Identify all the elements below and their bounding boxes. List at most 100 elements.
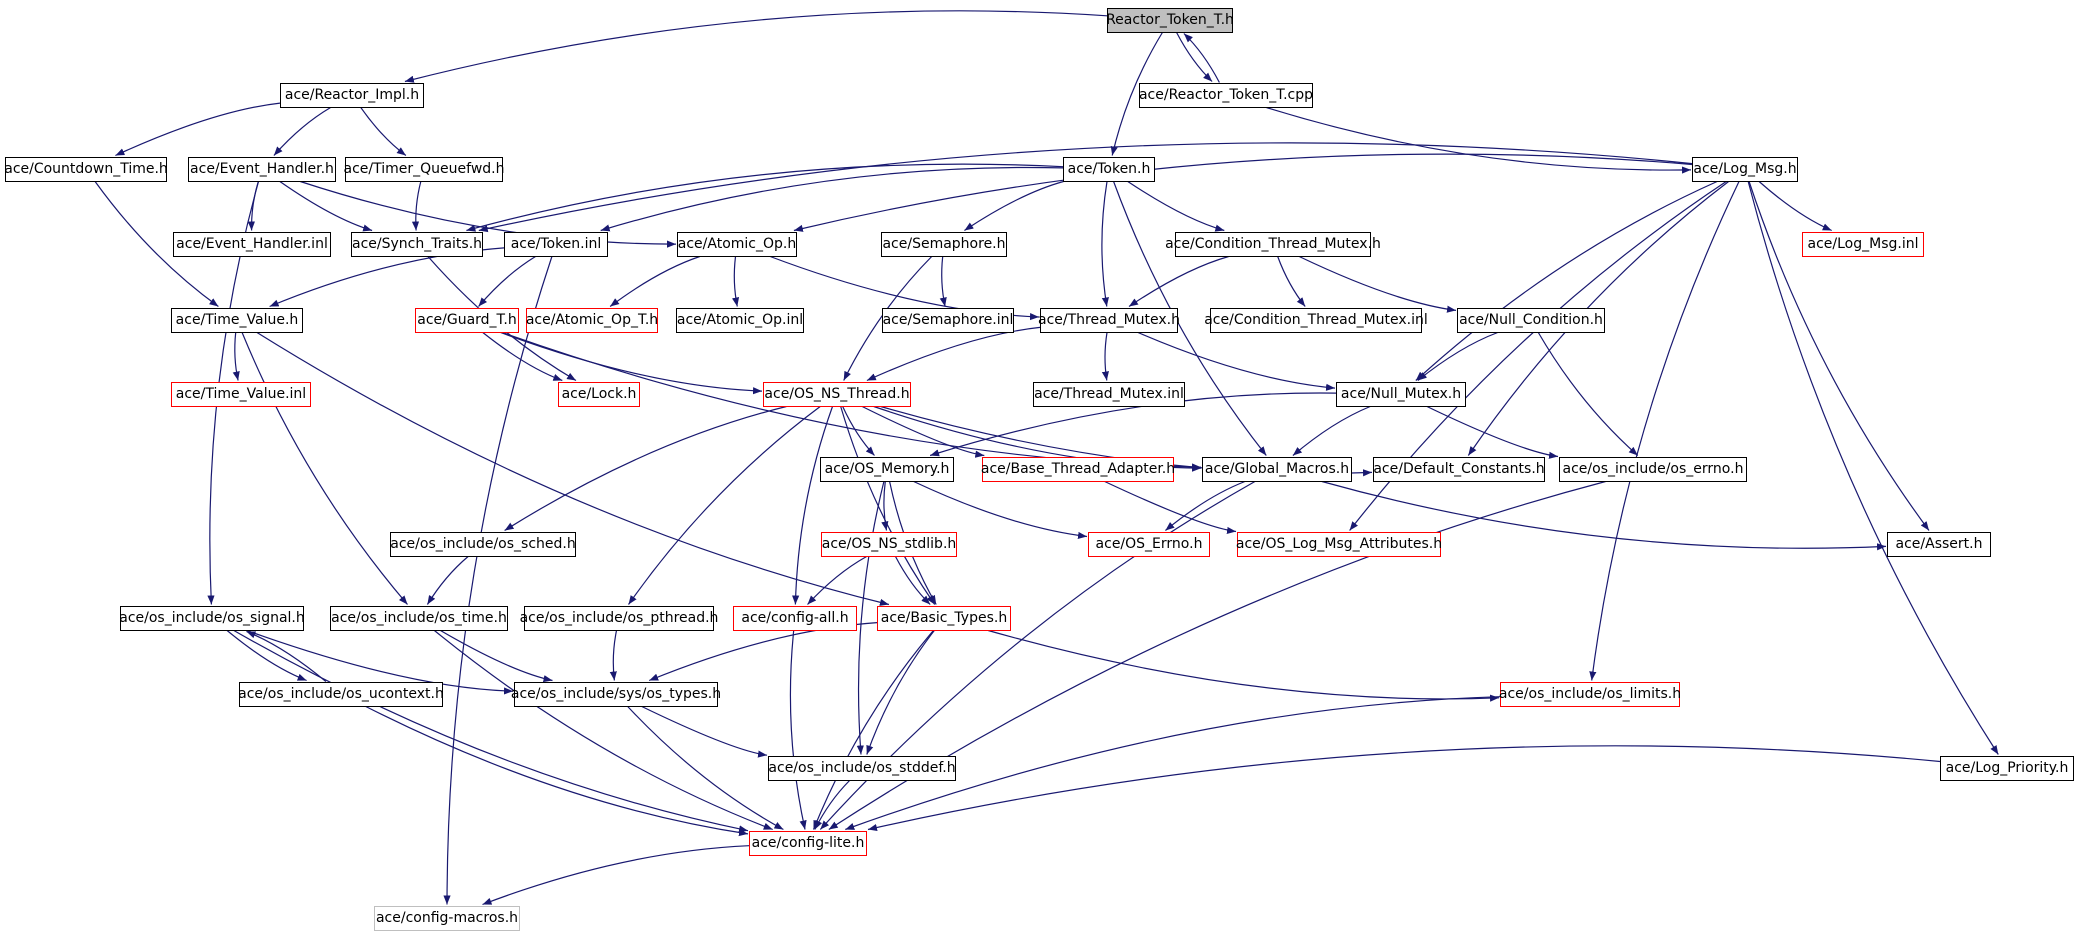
edge-log-priority-h-to-config-lite-h (867, 745, 1941, 832)
node-null-mutex-h[interactable]: ace/Null_Mutex.h (1336, 381, 1466, 407)
edge-thread-mutex-h-to-thread-mutex-inl (1101, 332, 1109, 381)
node-os-ns-thread-h[interactable]: ace/OS_NS_Thread.h (763, 381, 911, 407)
node-time-value-h[interactable]: ace/Time_Value.h (171, 307, 303, 333)
edge-reactor-token-t-cpp-to-reactor-token-t-h (1183, 33, 1220, 83)
edge-time-value-h-to-os-time-h (241, 332, 408, 605)
edge-log-msg-h-to-default-constants-h (1467, 181, 1729, 456)
edge-time-value-h-to-time-value-inl (232, 332, 240, 381)
edge-os-ucontext-h-to-config-lite-h (365, 705, 749, 837)
edge-basic-types-h-to-os-limits-h (988, 629, 1500, 702)
edge-token-inl-to-guard-t-h (478, 255, 536, 307)
edge-log-msg-h-to-assert-h (1748, 181, 1930, 531)
edge-token-h-to-global-macros-h (1113, 181, 1267, 456)
edge-os-ns-thread-h-to-base-thread-adapter-h (861, 405, 985, 458)
edge-os-signal-h-to-os-ucontext-h (226, 630, 307, 682)
node-os-time-h[interactable]: ace/os_include/os_time.h (330, 605, 508, 631)
edge-null-mutex-h-to-os-errno-inc-h (1426, 405, 1559, 459)
edge-token-h-to-thread-mutex-h (1101, 181, 1109, 307)
node-reactor-impl-h[interactable]: ace/Reactor_Impl.h (280, 82, 424, 108)
node-os-log-msg-attributes-h[interactable]: ace/OS_Log_Msg_Attributes.h (1236, 531, 1442, 557)
node-timer-queuefwd-h[interactable]: ace/Timer_Queuefwd.h (344, 156, 504, 182)
edge-semaphore-h-to-semaphore-inl (939, 256, 947, 307)
edge-base-thread-adapter-h-to-os-log-msg-attributes-h (1104, 480, 1237, 534)
edge-time-value-h-to-basic-types-h (256, 331, 890, 606)
node-token-inl[interactable]: ace/Token.inl (504, 231, 608, 257)
edge-reactor-token-t-h-to-token-h (1110, 32, 1163, 156)
edge-os-memory-h-to-os-stddef-h (856, 481, 885, 755)
edge-condition-thread-mutex-h-to-null-condition-h (1298, 255, 1457, 313)
edge-log-msg-h-to-atomic-op-h (793, 153, 1693, 232)
edge-reactor-impl-h-to-countdown-time-h (115, 102, 281, 157)
node-os-types-h[interactable]: ace/os_include/sys/os_types.h (511, 681, 721, 707)
node-null-condition-h[interactable]: ace/Null_Condition.h (1457, 307, 1605, 333)
node-reactor-token-t-cpp[interactable]: ace/Reactor_Token_T.cpp (1139, 82, 1313, 108)
node-os-sched-h[interactable]: ace/os_include/os_sched.h (390, 531, 576, 557)
edge-timer-queuefwd-h-to-synch-traits-h (411, 181, 422, 231)
node-os-memory-h[interactable]: ace/OS_Memory.h (820, 456, 954, 482)
edge-guard-t-h-to-lock-h (482, 332, 563, 382)
edge-log-msg-h-to-log-msg-inl (1758, 181, 1832, 232)
edge-global-macros-h-to-os-errno-h (1165, 480, 1246, 531)
node-countdown-time-h[interactable]: ace/Countdown_Time.h (4, 156, 168, 182)
node-semaphore-inl[interactable]: ace/Semaphore.inl (882, 307, 1014, 333)
edge-os-memory-h-to-os-errno-h (913, 480, 1088, 539)
edge-os-ns-thread-h-to-basic-types-h (840, 406, 936, 605)
node-assert-h[interactable]: ace/Assert.h (1887, 531, 1991, 557)
node-event-handler-inl[interactable]: ace/Event_Handler.inl (173, 231, 331, 257)
node-thread-mutex-inl[interactable]: ace/Thread_Mutex.inl (1033, 381, 1185, 407)
node-os-ns-stdlib-h[interactable]: ace/OS_NS_stdlib.h (821, 531, 957, 557)
edge-os-ns-thread-h-to-os-pthread-h (628, 406, 821, 605)
node-basic-types-h[interactable]: ace/Basic_Types.h (877, 605, 1011, 631)
edge-os-ns-stdlib-h-to-config-all-h (807, 555, 867, 605)
node-default-constants-h[interactable]: ace/Default_Constants.h (1373, 456, 1545, 482)
edge-guard-t-h-to-os-ns-thread-h (500, 331, 763, 395)
node-log-msg-h[interactable]: ace/Log_Msg.h (1692, 156, 1798, 182)
node-event-handler-h[interactable]: ace/Event_Handler.h (188, 156, 336, 182)
node-atomic-op-h[interactable]: ace/Atomic_Op.h (677, 231, 797, 257)
edge-config-lite-h-to-config-macros-h (482, 845, 750, 906)
node-atomic-op-t-h[interactable]: ace/Atomic_Op_T.h (526, 307, 658, 333)
node-os-limits-h[interactable]: ace/os_include/os_limits.h (1499, 681, 1681, 707)
node-reactor-token-t-h: Reactor_Token_T.h (1106, 7, 1234, 33)
edge-basic-types-h-to-config-lite-h (812, 630, 934, 830)
edge-token-h-to-condition-thread-mutex-h (1127, 181, 1225, 232)
edge-os-types-h-to-os-stddef-h (641, 705, 768, 758)
node-config-all-h[interactable]: ace/config-all.h (733, 605, 857, 631)
node-os-pthread-h[interactable]: ace/os_include/os_pthread.h (520, 605, 718, 631)
edge-reactor-token-t-cpp-to-log-msg-h (1266, 106, 1692, 174)
edge-condition-thread-mutex-h-to-condition-thread-mutex-inl (1277, 256, 1306, 307)
node-semaphore-h[interactable]: ace/Semaphore.h (881, 231, 1007, 257)
node-log-msg-inl[interactable]: ace/Log_Msg.inl (1802, 231, 1924, 257)
node-thread-mutex-h[interactable]: ace/Thread_Mutex.h (1038, 307, 1180, 333)
node-guard-t-h[interactable]: ace/Guard_T.h (415, 307, 519, 333)
edge-token-inl-to-time-value-h (269, 247, 505, 308)
edge-os-time-h-to-config-lite-h (434, 630, 773, 831)
node-config-macros-h[interactable]: ace/config-macros.h (374, 905, 520, 931)
edge-null-mutex-h-to-global-macros-h (1292, 405, 1371, 456)
edge-event-handler-h-to-synch-traits-h (279, 181, 373, 232)
edge-os-ucontext-h-to-os-signal-h (246, 630, 327, 682)
node-condition-thread-mutex-inl[interactable]: ace/Condition_Thread_Mutex.inl (1204, 307, 1428, 333)
node-atomic-op-inl[interactable]: ace/Atomic_Op.inl (676, 307, 804, 333)
node-synch-traits-h[interactable]: ace/Synch_Traits.h (351, 231, 483, 257)
node-os-errno-inc-h[interactable]: ace/os_include/os_errno.h (1559, 456, 1747, 482)
node-base-thread-adapter-h[interactable]: ace/Base_Thread_Adapter.h (981, 456, 1175, 482)
node-os-errno-h[interactable]: ace/OS_Errno.h (1088, 531, 1210, 557)
edge-config-all-h-to-config-lite-h (789, 630, 807, 830)
edge-os-time-h-to-os-types-h (440, 629, 553, 683)
node-os-stddef-h[interactable]: ace/os_include/os_stddef.h (768, 755, 956, 781)
edge-token-inl-to-config-macros-h (443, 256, 553, 905)
edge-os-signal-h-to-os-types-h (246, 629, 514, 695)
edge-reactor-impl-h-to-event-handler-h (273, 106, 331, 156)
node-os-signal-h[interactable]: ace/os_include/os_signal.h (119, 605, 305, 631)
node-global-macros-h[interactable]: ace/Global_Macros.h (1202, 456, 1352, 482)
node-time-value-inl[interactable]: ace/Time_Value.inl (171, 381, 311, 407)
node-token-h[interactable]: ace/Token.h (1063, 156, 1155, 182)
node-condition-thread-mutex-h[interactable]: ace/Condition_Thread_Mutex.h (1165, 231, 1381, 257)
node-lock-h[interactable]: ace/Lock.h (558, 381, 640, 407)
edge-token-h-to-synch-traits-h (466, 163, 1064, 232)
edge-thread-mutex-h-to-os-ns-thread-h (866, 326, 1041, 382)
node-os-ucontext-h[interactable]: ace/os_include/os_ucontext.h (238, 681, 444, 707)
node-log-priority-h[interactable]: ace/Log_Priority.h (1940, 755, 2074, 781)
node-config-lite-h[interactable]: ace/config-lite.h (749, 830, 867, 856)
